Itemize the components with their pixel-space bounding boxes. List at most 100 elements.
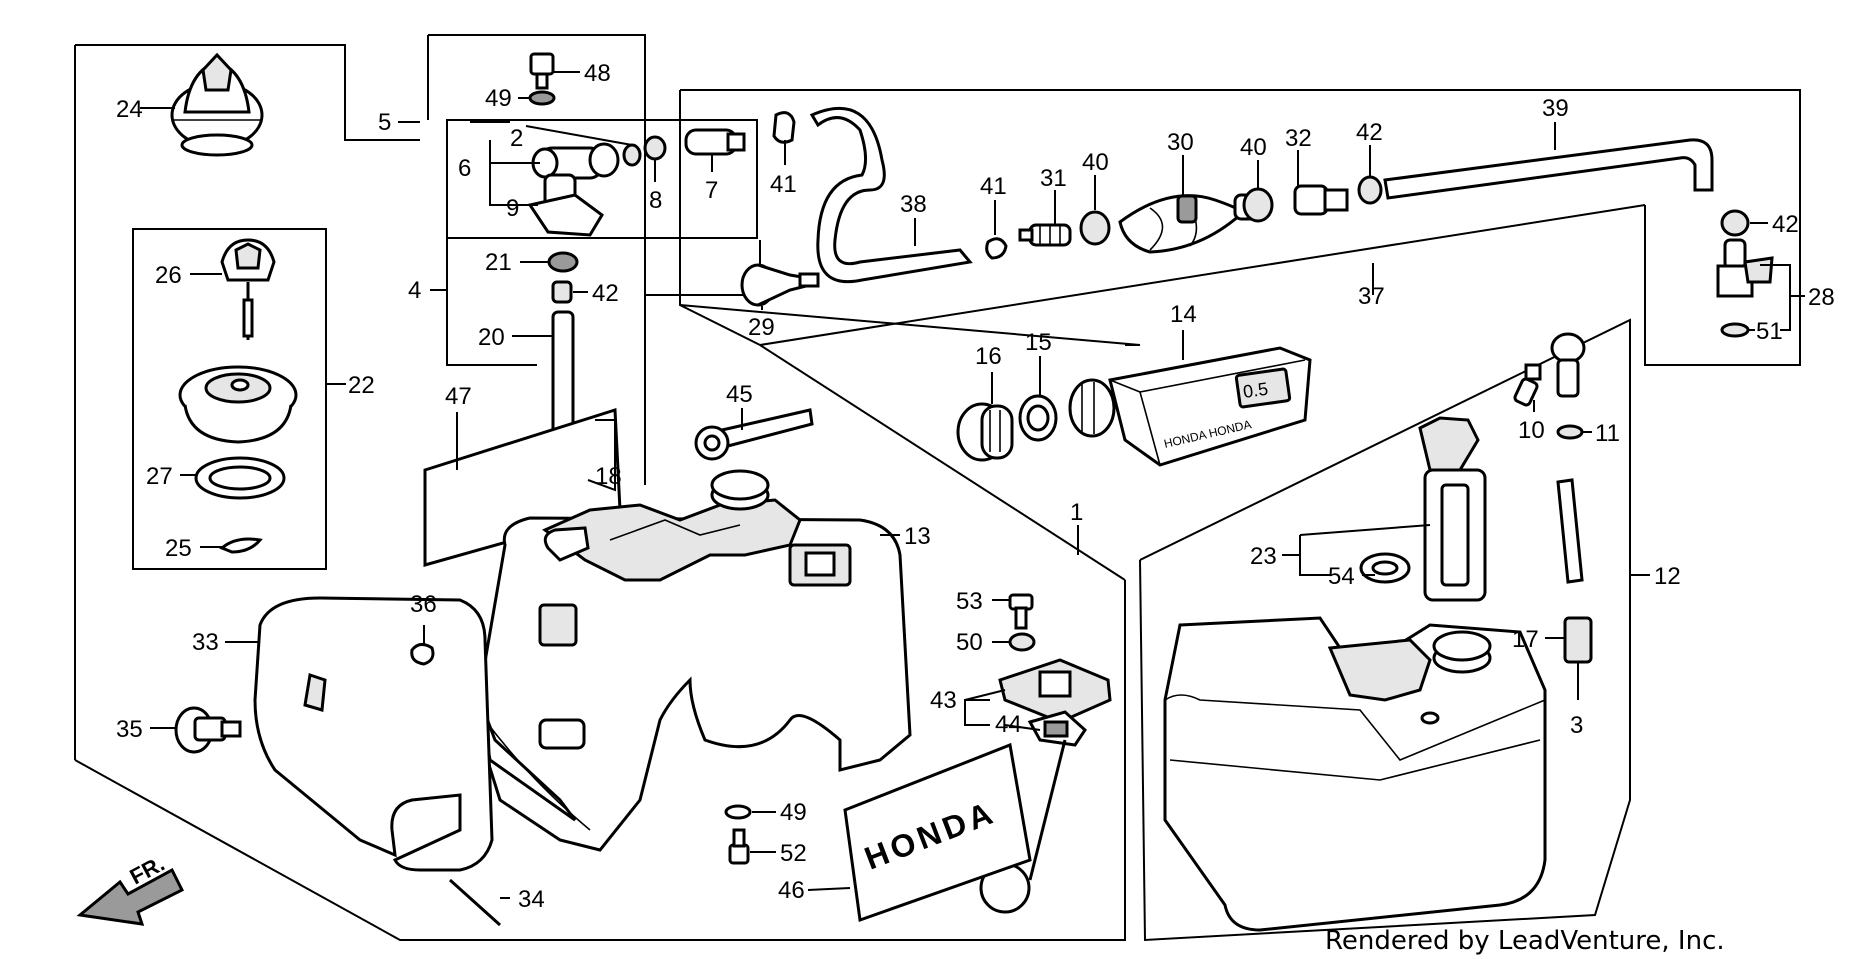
part-13-tank-cover (473, 469, 912, 852)
callout-36: 36 (410, 591, 437, 618)
part-11-fitting (1550, 332, 1586, 440)
part-54-seal (1359, 552, 1411, 584)
callout-54: 54 (1328, 563, 1355, 590)
part-8-bushing (643, 135, 667, 161)
callout-9: 9 (506, 195, 519, 222)
callout-40-b: 40 (1240, 134, 1267, 161)
callout-32: 32 (1285, 125, 1312, 152)
callout-30: 30 (1167, 129, 1194, 156)
part-17-filter (1563, 616, 1593, 664)
callout-23: 23 (1250, 543, 1277, 570)
callout-43: 43 (930, 687, 957, 714)
callout-34: 34 (518, 886, 545, 913)
callout-11: 11 (1595, 420, 1620, 447)
callout-25: 25 (165, 535, 192, 562)
front-direction-arrow: FR. (76, 851, 185, 926)
callout-49: 49 (485, 85, 512, 112)
part-44-float (979, 710, 1087, 914)
part-53-screw (1008, 593, 1034, 630)
part-31-fitting (1018, 223, 1072, 247)
callout-20: 20 (478, 324, 505, 351)
callout-49-b: 49 (780, 799, 807, 826)
callout-44: 44 (995, 711, 1022, 738)
part-49-washer (528, 90, 556, 106)
meter-window-text: 0.5 (1242, 379, 1270, 402)
callout-16: 16 (975, 343, 1002, 370)
part-30-primer-bulb (1118, 193, 1261, 254)
callout-1: 1 (1070, 499, 1083, 526)
callout-38: 38 (900, 191, 927, 218)
part-33-side-cover (253, 596, 494, 872)
part-15-gasket (1018, 394, 1058, 442)
part-21-grommet (547, 251, 579, 273)
part-24-cap (170, 52, 264, 157)
credit-text: Rendered by LeadVenture, Inc. (1325, 926, 1725, 956)
callout-50: 50 (956, 629, 983, 656)
part-38-hose (809, 106, 973, 284)
part-32-fitting (1293, 184, 1349, 216)
part-45-wrench (694, 408, 814, 461)
callout-42-c: 42 (1772, 211, 1799, 238)
callout-24: 24 (116, 96, 143, 123)
part-41-clamp (772, 111, 796, 144)
callout-53: 53 (956, 588, 983, 615)
callout-51: 51 (1756, 318, 1783, 345)
callout-18: 18 (595, 463, 622, 490)
callout-2: 2 (510, 125, 523, 152)
part-26-knob (220, 238, 276, 340)
part-52-bolt (728, 828, 750, 865)
callout-26: 26 (155, 262, 182, 289)
callout-21: 21 (485, 249, 512, 276)
part-40-clamp-b (1242, 187, 1274, 223)
callout-39: 39 (1542, 95, 1569, 122)
part-49-washer-b (724, 804, 752, 820)
part-10-elbow (1513, 363, 1542, 407)
part-42-clamp-a (551, 280, 573, 304)
part-46-emblem: HONDA (843, 742, 1032, 923)
part-27-gasket (194, 456, 286, 500)
part-3-tube (1556, 478, 1584, 584)
part-35-knob (174, 706, 242, 754)
callout-5: 5 (378, 109, 391, 136)
part-42-clamp-c (1720, 209, 1750, 237)
part-9-gasket (527, 193, 604, 237)
part-39-hose (1383, 138, 1714, 200)
callout-31: 31 (1040, 165, 1067, 192)
callout-28: 28 (1808, 284, 1835, 311)
part-22-cap (178, 365, 298, 444)
callout-29: 29 (748, 314, 775, 341)
callout-40: 40 (1082, 149, 1109, 176)
part-2-washer (622, 143, 642, 167)
callout-48: 48 (584, 60, 611, 87)
part-28-vent-valve (1716, 238, 1774, 298)
callout-35: 35 (116, 716, 143, 743)
frame-lines (74, 34, 1801, 942)
callout-42: 42 (592, 280, 619, 307)
part-34-pin (448, 878, 502, 927)
callout-10: 10 (1518, 417, 1545, 444)
callout-41: 41 (770, 171, 797, 198)
callout-7: 7 (705, 177, 718, 204)
part-36-nut (410, 643, 435, 666)
callout-12: 12 (1654, 563, 1681, 590)
leader-lines (140, 71, 1805, 899)
callout-4: 4 (408, 277, 421, 304)
part-20-tube (551, 310, 575, 442)
part-50-washer (1008, 632, 1036, 652)
callout-14: 14 (1170, 301, 1197, 328)
callout-47: 47 (445, 383, 472, 410)
part-25-clip (219, 537, 263, 554)
part-42-clamp-b (1357, 175, 1383, 205)
part-16-cap (956, 402, 1014, 462)
part-29-strainer (740, 263, 820, 307)
callout-8: 8 (649, 187, 662, 214)
callout-37: 37 (1358, 283, 1385, 310)
part-14-fuel-meter: 0.5 HONDA HONDA (1068, 346, 1312, 467)
part-40-clamp (1079, 210, 1111, 246)
callout-41-b: 41 (980, 173, 1007, 200)
callout-52: 52 (780, 840, 807, 867)
part-51-washer (1720, 322, 1750, 338)
callout-17: 17 (1512, 626, 1539, 653)
callout-15: 15 (1025, 329, 1052, 356)
